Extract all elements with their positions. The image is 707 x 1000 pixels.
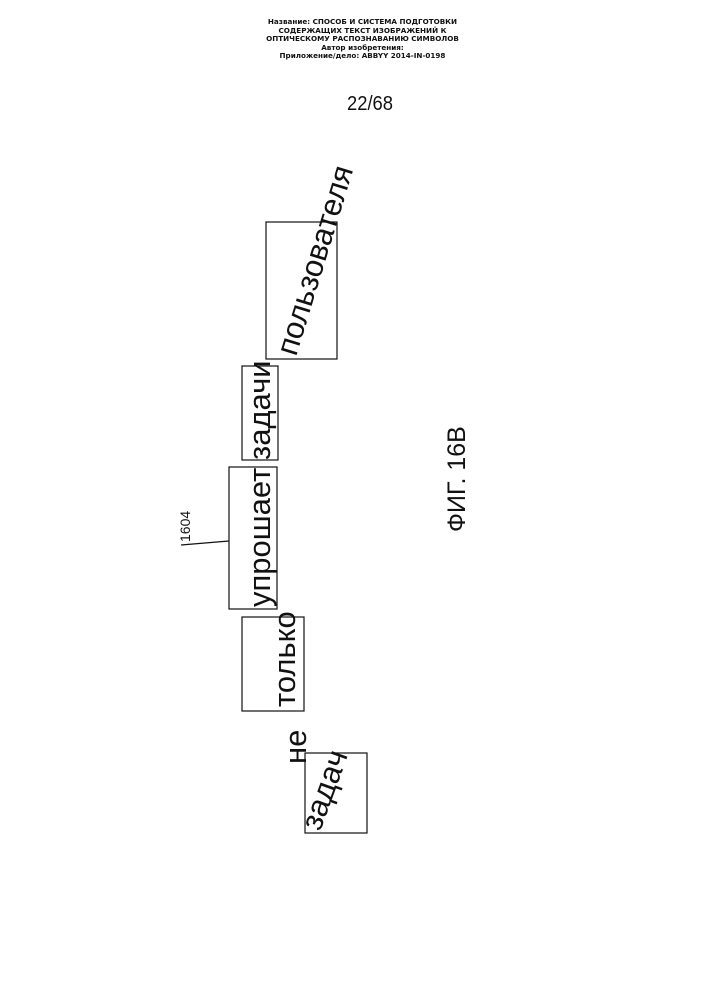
word-polzovatelya: пользователя	[269, 161, 360, 359]
reference-numeral-1604: 1604	[177, 511, 193, 542]
word-tolko: только	[267, 611, 302, 707]
figure-caption: ФИГ. 16B	[443, 426, 471, 532]
word-uproshaet: упрошает	[242, 468, 277, 607]
word-zadachi: задачи	[242, 360, 277, 460]
word-ne: не	[278, 730, 313, 764]
